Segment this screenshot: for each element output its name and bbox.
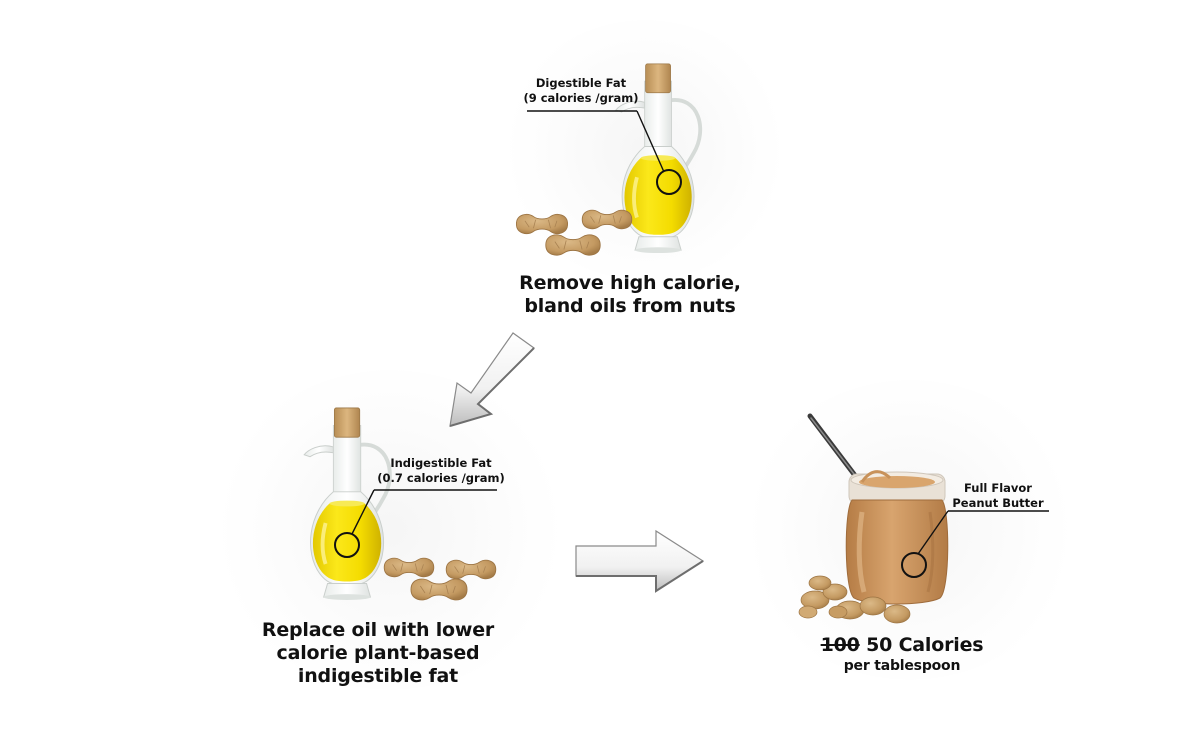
calories-line: 100 50 Calories <box>780 634 1024 657</box>
callout-circle-icon <box>334 532 360 558</box>
top-callout-pointer <box>527 110 682 195</box>
result-calories: 100 50 Calories per tablespoon <box>780 634 1024 675</box>
bottom-peanuts-icon <box>383 557 497 601</box>
peanut-butter-jar-icon <box>845 470 949 605</box>
remove-step-caption: Remove high calorie, bland oils from nut… <box>470 272 790 318</box>
new-calories: 50 Calories <box>866 634 984 656</box>
arrow-right-icon <box>575 529 705 593</box>
replace-caption-line3: indigestible fat <box>297 665 459 687</box>
top-callout-label: Digestible Fat (9 calories /gram) <box>514 76 648 106</box>
jar-callout-line2: Peanut Butter <box>952 496 1044 510</box>
jar-callout-line1: Full Flavor <box>964 481 1032 495</box>
remove-caption-line1: Remove high calorie, <box>519 272 741 294</box>
bottom-callout-line1: Indigestible Fat <box>390 456 492 470</box>
jar-callout-label: Full Flavor Peanut Butter <box>944 481 1052 511</box>
callout-circle-icon <box>901 552 927 578</box>
old-calories: 100 <box>820 634 860 656</box>
arrow-down-left-icon <box>449 332 535 427</box>
jar-peanuts-icon <box>798 575 911 624</box>
top-callout-line2: (9 calories /gram) <box>523 91 639 105</box>
callout-circle-icon <box>656 169 682 195</box>
replace-caption-line2: calorie plant-based <box>276 642 480 664</box>
top-callout-line1: Digestible Fat <box>535 76 627 90</box>
bottom-oil-cruet-icon <box>304 408 390 600</box>
bottom-callout-label: Indigestible Fat (0.7 calories /gram) <box>366 456 516 486</box>
background-glow-left <box>210 370 570 690</box>
bottom-callout-line2: (0.7 calories /gram) <box>377 471 505 485</box>
bottom-callout-pointer <box>334 489 497 558</box>
top-peanuts-icon <box>515 209 633 256</box>
remove-caption-line2: bland oils from nuts <box>524 295 736 317</box>
replace-caption-line1: Replace oil with lower <box>261 619 495 641</box>
replace-step-caption: Replace oil with lower calorie plant-bas… <box>226 619 530 688</box>
per-unit-label: per tablespoon <box>843 658 961 674</box>
jar-callout-pointer <box>901 510 1049 578</box>
